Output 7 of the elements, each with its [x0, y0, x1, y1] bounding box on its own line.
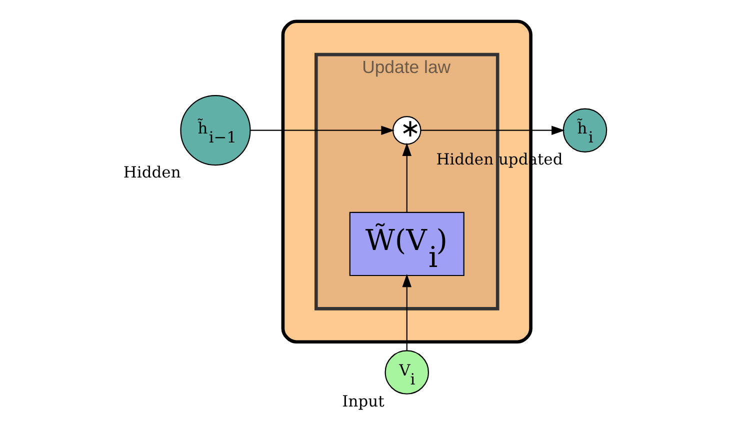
node-circle: ∗ [392, 116, 421, 145]
node-label: Hidden [122, 163, 180, 182]
arrow [402, 274, 412, 351]
arrow [420, 126, 564, 135]
arrow [250, 126, 394, 135]
node-label: Input [342, 392, 384, 410]
arrow [402, 142, 412, 212]
